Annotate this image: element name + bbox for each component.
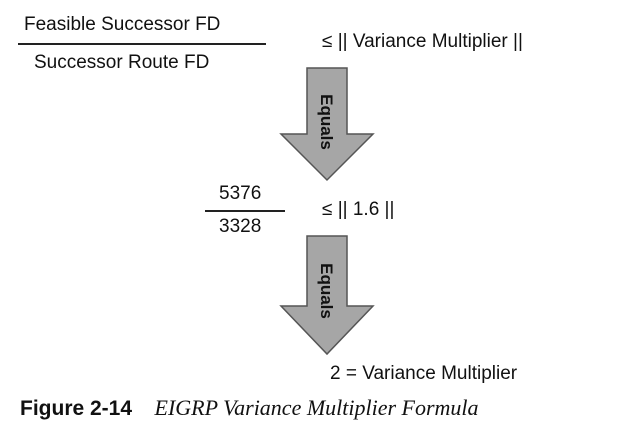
formula1-numerator: Feasible Successor FD bbox=[24, 14, 221, 35]
figure-title: EIGRP Variance Multiplier Formula bbox=[154, 395, 479, 420]
down-arrow-2 bbox=[279, 235, 375, 356]
formula2-fraction-bar bbox=[205, 210, 285, 212]
result-text: 2 = Variance Multiplier bbox=[330, 363, 518, 384]
figure-number: Figure 2-14 bbox=[20, 397, 133, 420]
formula2-numerator: 5376 bbox=[219, 183, 262, 204]
figure-caption: Figure 2-14 EIGRP Variance Multiplier Fo… bbox=[20, 395, 479, 421]
arrow1-label: Equals bbox=[317, 94, 336, 150]
formula1-rhs: ≤ || Variance Multiplier || bbox=[322, 31, 523, 52]
down-arrow-2-shape bbox=[279, 235, 375, 356]
formula1-denominator: Successor Route FD bbox=[34, 52, 210, 73]
down-arrow-1-shape bbox=[279, 67, 375, 182]
formula2-rhs: ≤ || 1.6 || bbox=[322, 199, 395, 220]
arrow2-label: Equals bbox=[317, 263, 336, 319]
formula1-fraction-bar bbox=[18, 43, 266, 45]
formula2-denominator: 3328 bbox=[219, 216, 262, 237]
down-arrow-1 bbox=[279, 67, 375, 182]
